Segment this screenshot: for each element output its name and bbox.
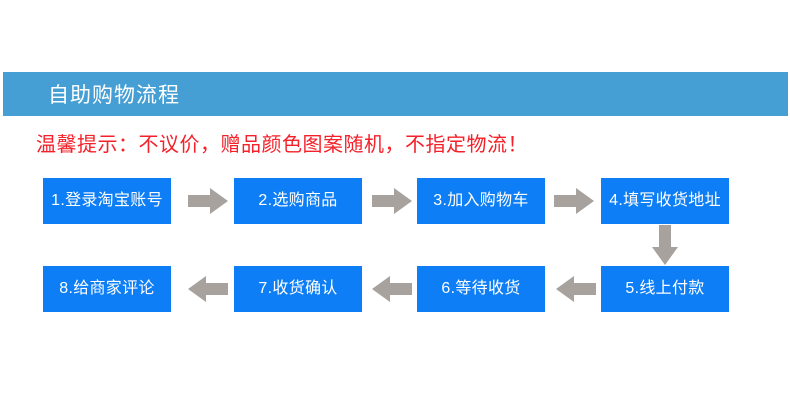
flow-step-7-label: 7.收货确认	[258, 280, 338, 297]
flow-step-4: 4.填写收货地址	[601, 178, 729, 224]
flow-step-8-label: 8.给商家评论	[59, 280, 155, 297]
flow-step-2-label: 2.选购商品	[258, 192, 338, 209]
flow-step-7: 7.收货确认	[234, 266, 362, 312]
flow-step-5-label: 5.线上付款	[625, 280, 705, 297]
arrow-left-icon-6-7	[372, 276, 412, 302]
arrow-down-icon-4-5	[652, 225, 678, 265]
arrow-right-icon-2-3	[372, 188, 412, 214]
arrow-right-icon-1-2	[188, 188, 228, 214]
flow-step-6-label: 6.等待收货	[441, 280, 521, 297]
flow-step-2: 2.选购商品	[234, 178, 362, 224]
notice-text: 温馨提示：不议价，赠品颜色图案随机，不指定物流！	[36, 134, 528, 156]
flow-step-4-label: 4.填写收货地址	[609, 192, 721, 209]
flow-step-6: 6.等待收货	[417, 266, 545, 312]
flow-step-3-label: 3.加入购物车	[433, 192, 529, 209]
flow-step-1: 1.登录淘宝账号	[43, 178, 171, 224]
arrow-right-icon-3-4	[554, 188, 594, 214]
flow-step-8: 8.给商家评论	[43, 266, 171, 312]
header-banner: 自助购物流程	[3, 72, 788, 116]
flow-step-3: 3.加入购物车	[417, 178, 545, 224]
arrow-left-icon-7-8	[188, 276, 228, 302]
flow-step-1-label: 1.登录淘宝账号	[51, 192, 163, 209]
page-title: 自助购物流程	[48, 84, 180, 107]
arrow-left-icon-5-6	[556, 276, 596, 302]
flow-step-5: 5.线上付款	[601, 266, 729, 312]
